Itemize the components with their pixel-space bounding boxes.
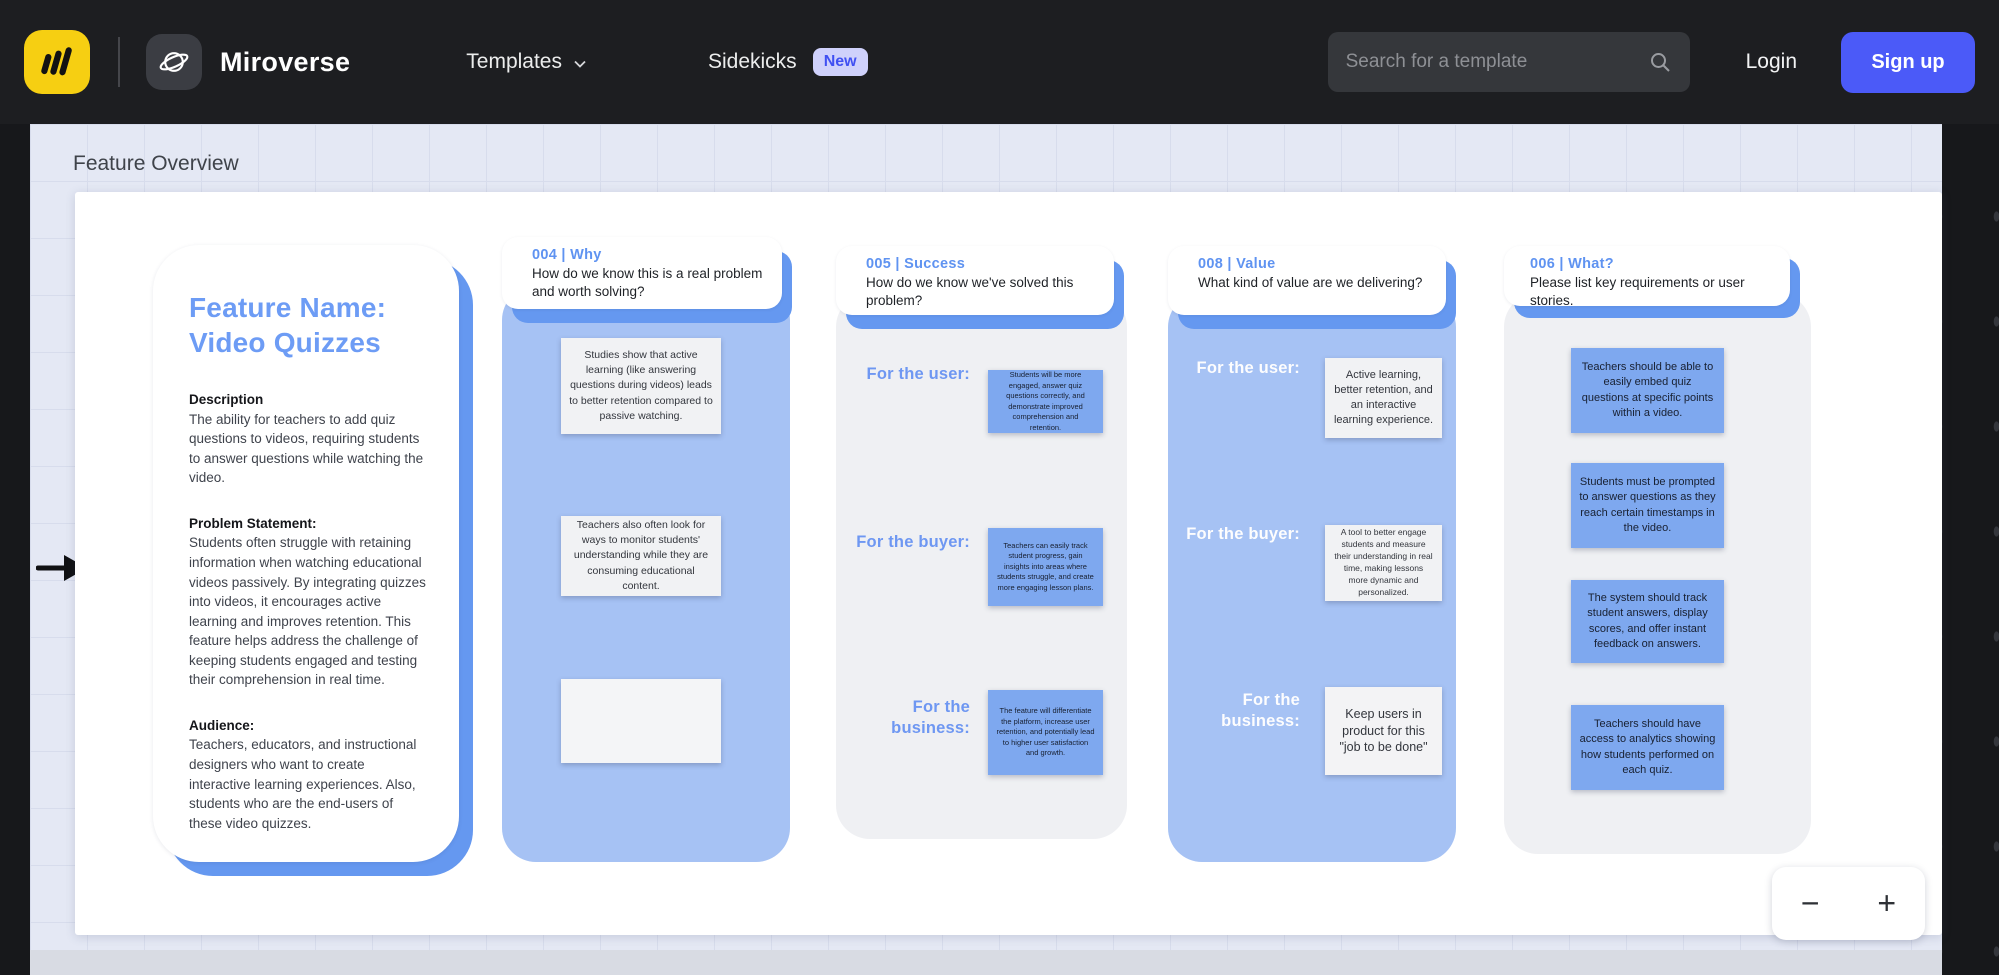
sidekicks-label: Sidekicks [707,50,797,73]
section-body: The ability for teachers to add quiz que… [189,411,424,486]
signup-button[interactable]: Sign up [1841,31,1975,93]
column-tag: 008 | Value [1198,256,1276,272]
row-label-buyer: For the buyer: [856,533,970,551]
row-label-user: For the user: [1196,359,1300,377]
section-heading: Problem Statement: [189,515,317,531]
search-input[interactable] [1345,51,1648,73]
new-badge: New [812,48,868,76]
feature-overview-board[interactable]: Feature Name: Video Quizzes Description … [75,192,1942,935]
column-why-header: 004 | Why How do we know this is a real … [502,237,782,309]
miro-logo[interactable] [24,30,90,94]
column-tag: 005 | Success [866,256,966,272]
frame-title: Feature Overview [73,152,239,175]
row-label-user: For the user: [866,365,970,383]
sticky-note: Teachers also often look for ways to mon… [561,516,721,596]
feature-card: Feature Name: Video Quizzes Description … [153,245,459,862]
column-question: Please list key requirements or user sto… [1530,275,1745,308]
column-tag: 004 | Why [532,247,602,263]
section-heading: Description [189,392,264,407]
miroverse-tile[interactable] [146,34,202,90]
column-value-header: 008 | Value What kind of value are we de… [1168,246,1446,315]
feature-card-section: Audience: Teachers, educators, and instr… [189,716,427,833]
planet-icon [159,52,189,72]
column-question: How do we know we've solved this problem… [866,275,1074,308]
section-body: Teachers, educators, and instructional d… [189,737,417,831]
nav-divider [118,37,120,87]
sticky-note: The feature will differentiate the platf… [988,690,1103,775]
sticky-note: Students must be prompted to answer ques… [1571,463,1724,548]
section-heading: Audience: [189,717,255,733]
sticky-note: Studies show that active learning (like … [561,338,721,434]
templates-label: Templates [466,50,562,73]
section-body: Students often struggle with retaining i… [189,535,426,688]
column-question: How do we know this is a real problem an… [532,266,763,299]
bottom-edge [30,950,1942,975]
zoom-out-button[interactable]: − [1780,874,1840,934]
feature-card-section: Description The ability for teachers to … [189,390,427,488]
column-what-header: 006 | What? Please list key requirements… [1504,246,1790,308]
sticky-note: Active learning, better retention, and a… [1325,358,1442,438]
feature-card-title: Feature Name: Video Quizzes [189,292,387,358]
zoom-in-button[interactable]: + [1857,874,1917,934]
sticky-note: Students will be more engaged, answer qu… [988,370,1103,433]
chevron-down-icon [574,60,586,68]
login-button[interactable]: Login [1745,50,1797,73]
sticky-note-empty [561,679,721,763]
feature-card-section: Problem Statement: Students often strugg… [189,514,427,690]
left-edge [0,124,30,975]
search-icon[interactable] [1648,50,1672,74]
sticky-note: Teachers should be able to easily embed … [1571,348,1724,433]
sticky-note: The system should track student answers,… [1571,580,1724,663]
sticky-note: Teachers should have access to analytics… [1571,705,1724,790]
nav-item-templates[interactable]: Templates [466,50,588,74]
row-label-buyer: For the buyer: [1186,525,1300,543]
nav-item-sidekicks[interactable]: Sidekicks New [708,48,868,76]
row-label-business: For the business: [1221,691,1300,731]
column-tag: 006 | What? [1530,256,1614,272]
right-edge [1942,124,1999,975]
brand-title[interactable]: Miroverse [220,46,351,77]
sticky-note: Teachers can easily track student progre… [988,528,1103,606]
top-navbar: Miroverse Templates Sidekicks New Login … [0,0,1999,124]
column-success-header: 005 | Success How do we know we've solve… [836,246,1114,315]
zoom-controls: − + [1772,867,1925,940]
sticky-note: A tool to better engage students and mea… [1325,525,1442,601]
sticky-note: Keep users in product for this "job to b… [1325,687,1442,775]
row-label-business: For the business: [891,698,970,738]
template-search[interactable] [1327,32,1690,92]
column-question: What kind of value are we delivering? [1198,275,1423,290]
miro-logo-icon [41,47,72,76]
